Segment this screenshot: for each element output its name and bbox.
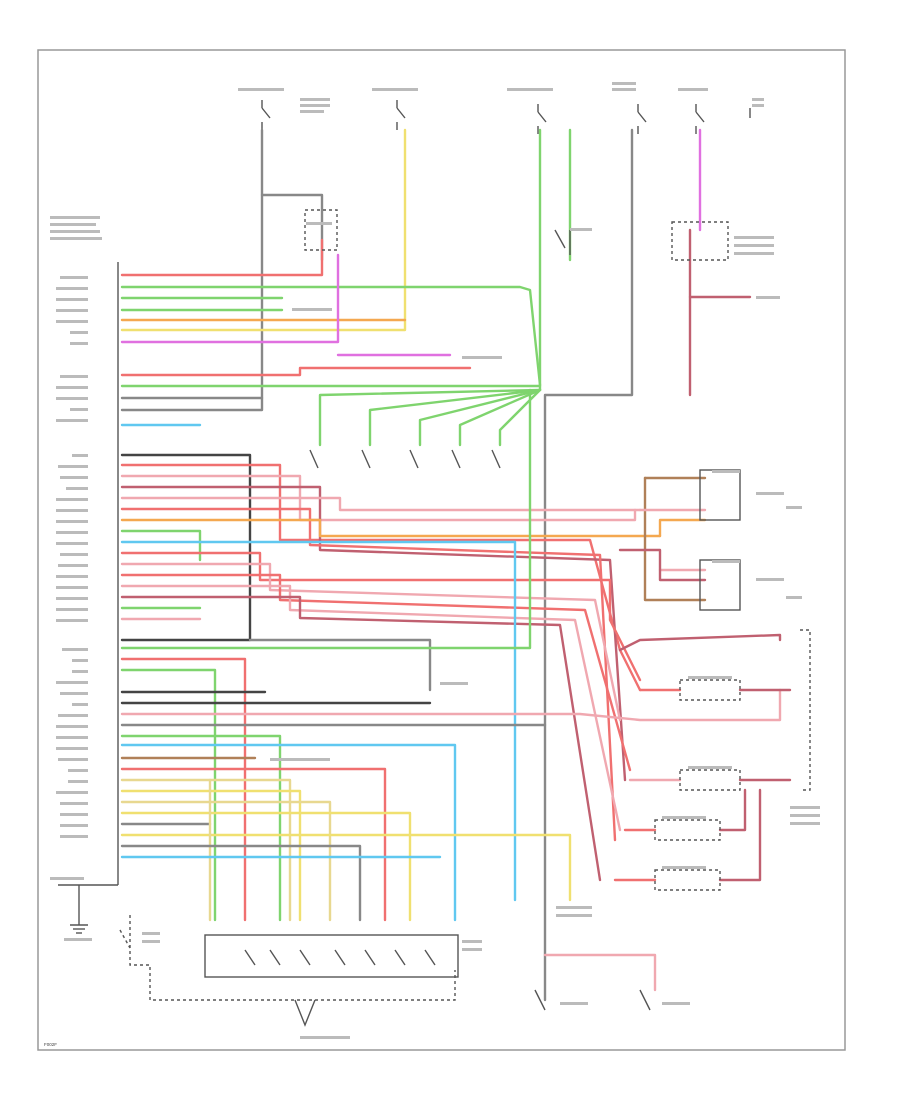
fuse-switches [261,100,751,134]
ground-symbol [70,924,88,934]
central-security-module [50,216,119,941]
figure-id: F002F [44,1042,57,1047]
component-labels [142,222,820,1039]
wiring-harness [120,128,792,1002]
fuse-feeds [238,82,764,113]
diagram-border [37,49,846,1051]
module-pin-labels [50,216,102,941]
component-symbols [119,209,811,1027]
